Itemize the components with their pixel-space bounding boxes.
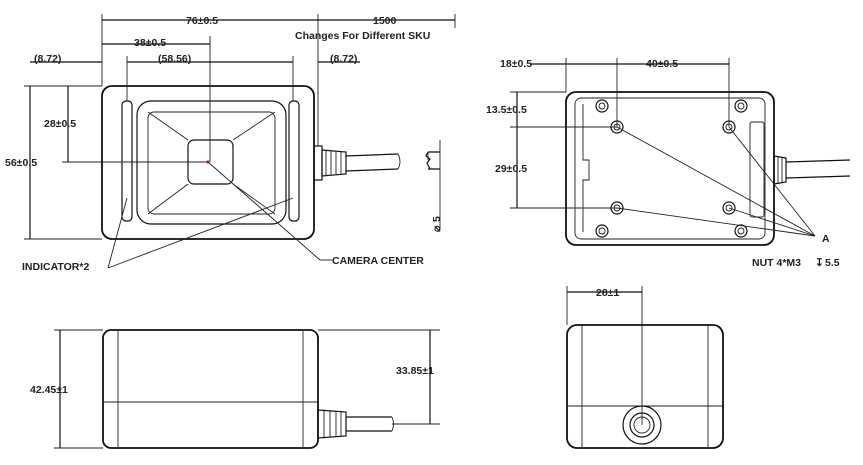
cable-gland [313,145,323,181]
diameter-symbol: ⌀ [431,225,443,232]
dim-cable-diameter: 5 [431,216,443,222]
dim-vertical: 29±0.5 [495,163,527,175]
dim-top: 13.5±0.5 [486,104,527,116]
side-view: 42.45±1 33.85±1 [30,329,440,449]
side-view-body [102,329,319,449]
depth-symbol: ↧ [815,257,824,269]
cable-note: Changes For Different SKU [295,30,430,42]
dim-window-height: 28±0.5 [44,118,76,130]
indicator-right [288,100,300,222]
dim-side-height: 42.45±1 [30,384,68,396]
indicator-left [121,100,133,222]
back-view-body [565,91,775,246]
dim-height: 56±0.5 [5,157,37,169]
top-view: 76±0.5 1500 Changes For Different SKU 38… [5,14,456,273]
dim-cable-height: 33.85±1 [396,365,434,377]
camera-center-label: CAMERA CENTER [332,255,424,267]
dim-connector: 28±1 [596,287,619,299]
nut-4 [722,201,736,215]
dim-left: 18±0.5 [500,58,532,70]
indicator-label: INDICATOR*2 [22,261,89,273]
dim-center-width: (58.56) [158,53,191,65]
top-view-window-outer [136,100,287,225]
dim-window: 38±0.5 [134,37,166,49]
dim-right-offset: (8.72) [330,53,357,65]
nut-spec: NUT 4*M3 [752,257,801,269]
end-view-body [566,324,724,449]
nut-depth: 5.5 [825,257,840,269]
dim-cable-length: 1500 [373,15,397,27]
marker-a: A [822,233,830,245]
back-view: 18±0.5 40±0.5 13.5±0.5 29±0.5 A NUT 4*M3… [486,58,851,269]
end-view: 28±1 [566,286,724,449]
dim-spacing: 40±0.5 [646,58,678,70]
dim-width: 76±0.5 [186,15,218,27]
dim-left-offset: (8.72) [34,53,61,65]
top-view-window-inner [147,111,276,215]
